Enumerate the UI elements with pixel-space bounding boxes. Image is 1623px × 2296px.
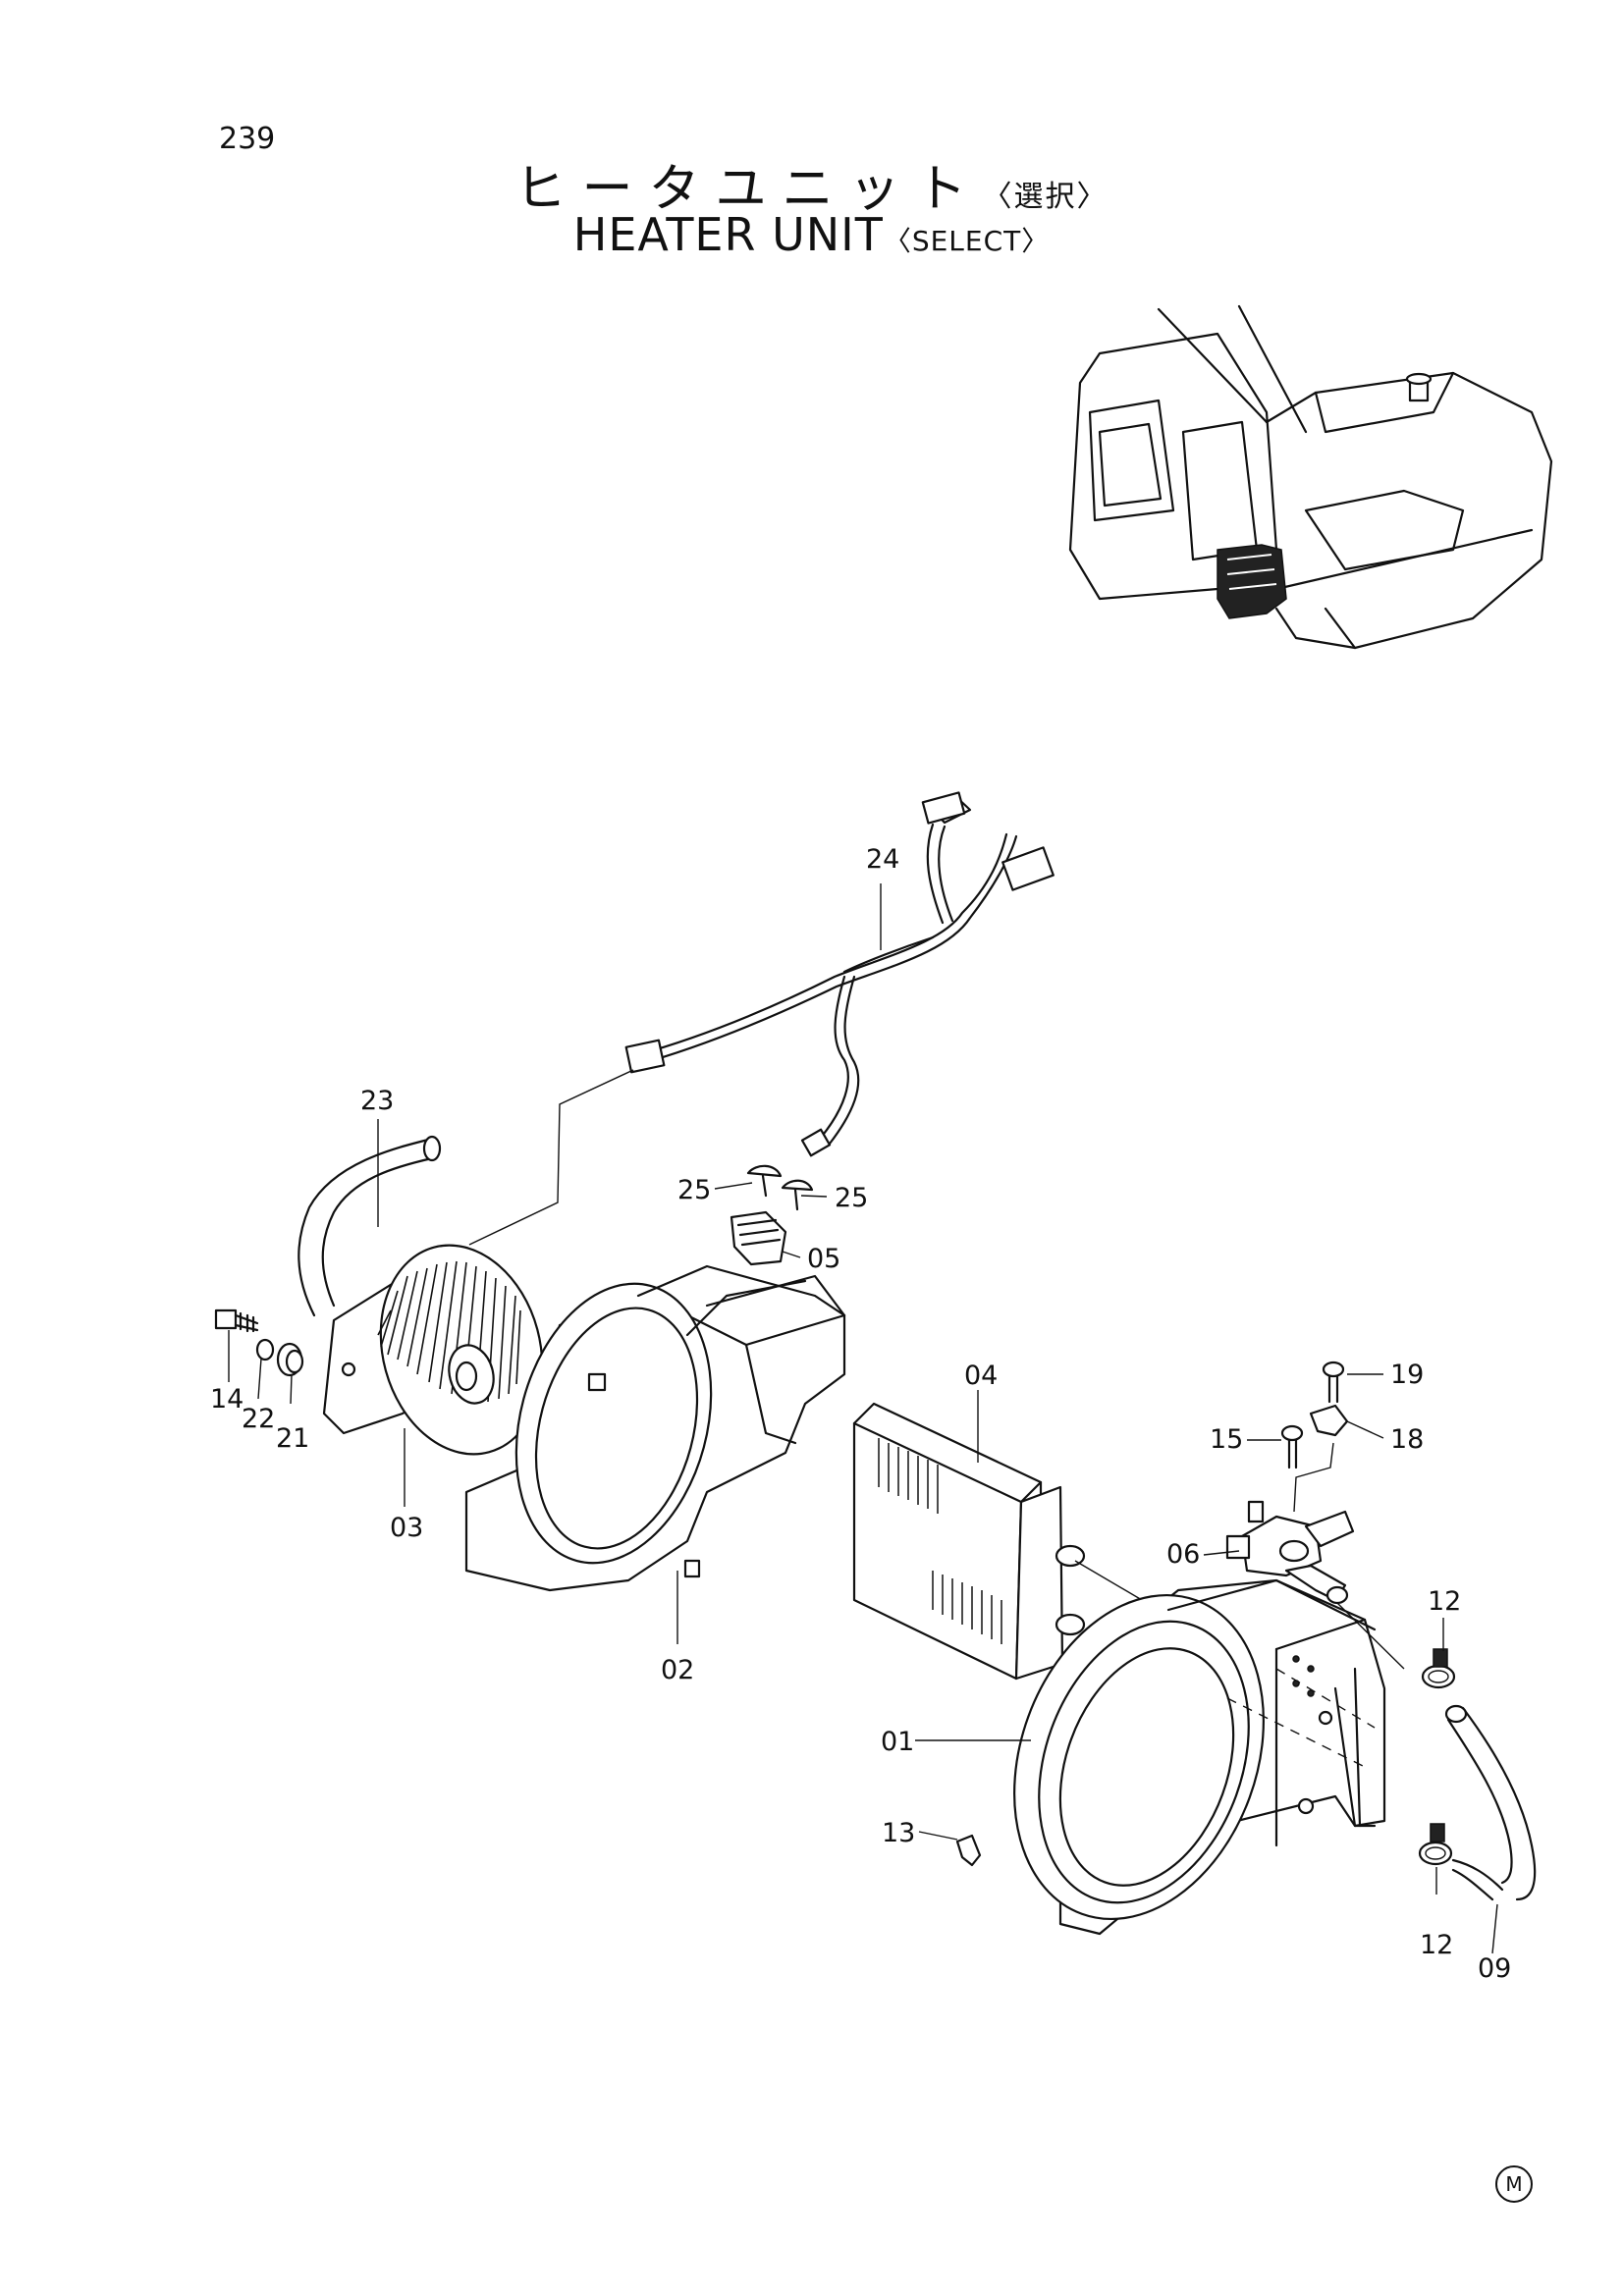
- title-japanese-sub: 〈選択〉: [982, 180, 1109, 214]
- label-22: 22: [242, 1404, 275, 1434]
- part-14-screw: [214, 1308, 259, 1333]
- label-13: 13: [882, 1818, 915, 1848]
- label-06: 06: [1166, 1539, 1200, 1570]
- label-24: 24: [866, 844, 899, 875]
- label-23: 23: [360, 1086, 394, 1116]
- label-12-lower: 12: [1420, 1930, 1453, 1960]
- label-15: 15: [1210, 1424, 1243, 1455]
- part-02-blower-case: [464, 1264, 846, 1592]
- title-japanese-main: ヒータユニット: [514, 160, 983, 219]
- part-19-screw: [1322, 1361, 1345, 1404]
- part-13-clip: [955, 1834, 982, 1867]
- leader-18-to-valve: [1293, 1442, 1334, 1513]
- label-18: 18: [1390, 1424, 1424, 1455]
- label-05: 05: [807, 1244, 840, 1274]
- title-english-sub: 〈SELECT〉: [883, 225, 1051, 257]
- label-12-upper: 12: [1428, 1586, 1461, 1617]
- label-02: 02: [661, 1655, 694, 1685]
- label-25-left: 25: [677, 1175, 711, 1205]
- label-25-right: 25: [835, 1183, 868, 1213]
- label-14: 14: [210, 1384, 243, 1415]
- leader-lines: [228, 883, 1498, 1954]
- label-09: 09: [1478, 1953, 1511, 1984]
- part-21-grommet: [276, 1342, 304, 1377]
- label-03: 03: [390, 1513, 423, 1543]
- footer-circled-mark: M: [1495, 2165, 1533, 2203]
- title-japanese: ヒータユニット〈選択〉: [0, 147, 1623, 221]
- label-19: 19: [1390, 1360, 1424, 1390]
- part-15-screw: [1280, 1424, 1304, 1469]
- label-04: 04: [964, 1361, 998, 1391]
- part-12-clamp-lower: [1418, 1823, 1453, 1866]
- title-english: HEATER UNIT〈SELECT〉: [0, 208, 1623, 261]
- page-number: 239: [219, 122, 276, 156]
- part-12-clamp-upper: [1421, 1648, 1456, 1689]
- part-01-heater-case: [1013, 1578, 1386, 1936]
- machine-locator-view: [1068, 304, 1553, 650]
- part-09-hose: [1444, 1704, 1537, 1901]
- part-06-water-valve: [1225, 1500, 1405, 1670]
- part-18-clip: [1309, 1404, 1349, 1437]
- part-05-resistor: [730, 1210, 787, 1266]
- part-24-wire-harness: [468, 791, 1055, 1246]
- part-25-screw-left: [746, 1164, 783, 1198]
- part-25-screw-right: [781, 1179, 814, 1211]
- label-21: 21: [276, 1423, 309, 1454]
- part-22-washer: [255, 1338, 275, 1362]
- part-23-hose: [298, 1135, 442, 1317]
- part-03-blower-fan: [322, 1244, 544, 1456]
- title-english-main: HEATER UNIT: [572, 208, 884, 261]
- label-01: 01: [881, 1727, 914, 1757]
